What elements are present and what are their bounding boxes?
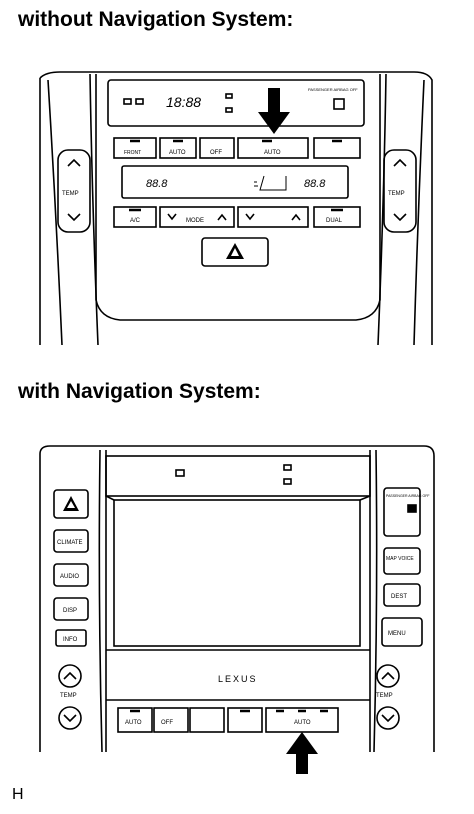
- temp-left-down-knob[interactable]: [58, 706, 82, 730]
- air-intake-button-group[interactable]: [237, 137, 309, 159]
- chevron-down-icon: [167, 213, 177, 221]
- indicator-icon: [283, 464, 292, 471]
- indicator-icon: [123, 98, 132, 105]
- air-auto-label: AUTO: [294, 720, 311, 726]
- indicator-icon: [225, 107, 233, 113]
- rear-defog-button[interactable]: [313, 137, 361, 159]
- chevron-down-icon: [67, 213, 81, 222]
- off-label: OFF: [161, 720, 173, 726]
- ac-label: A/C: [130, 218, 141, 224]
- temp-right-up-knob[interactable]: [376, 664, 400, 688]
- mode-label: MODE: [186, 218, 204, 224]
- chevron-up-icon: [217, 213, 227, 221]
- air-auto-label: AUTO: [264, 150, 281, 156]
- chevron-down-icon: [393, 213, 407, 222]
- brand-logo-text: LEXUS: [218, 674, 258, 684]
- menu-button[interactable]: [381, 617, 423, 647]
- temp-left-up-knob[interactable]: [58, 664, 82, 688]
- mode-button[interactable]: [159, 206, 235, 228]
- menu-label: MENU: [388, 631, 406, 637]
- passenger-airbag-panel: [383, 487, 421, 537]
- auto-button[interactable]: [117, 707, 153, 733]
- chevron-up-icon: [393, 158, 407, 167]
- front-defog-button[interactable]: [113, 137, 157, 159]
- fan-speed-button[interactable]: [237, 206, 309, 228]
- airbag-status-icon: [333, 98, 345, 110]
- auto-label: AUTO: [125, 720, 142, 726]
- indicator-icon: [225, 93, 233, 99]
- off-button[interactable]: [153, 707, 189, 733]
- bottom-panel: [39, 445, 435, 753]
- temp-right-label: TEMP: [388, 191, 405, 197]
- temp-right-down-knob[interactable]: [376, 706, 400, 730]
- display-left-temp: 88.8: [146, 178, 168, 190]
- top-panel: [39, 71, 433, 346]
- heading-with-nav: with Navigation System:: [18, 380, 261, 403]
- ac-button[interactable]: [113, 206, 157, 228]
- disp-button[interactable]: [53, 597, 89, 621]
- front-defog-button[interactable]: [189, 707, 225, 733]
- audio-label: AUDIO: [60, 574, 79, 580]
- map-voice-label: MAP VOICE: [386, 556, 414, 562]
- clock-readout: 18:88: [166, 94, 201, 110]
- chevron-down-icon: [63, 714, 77, 723]
- arrow-up-icon: [286, 732, 318, 774]
- top-display-strip: [107, 79, 365, 127]
- audio-button[interactable]: [53, 563, 89, 587]
- display-right-temp: 88.8: [304, 178, 326, 190]
- dest-button[interactable]: [383, 583, 421, 607]
- heading-without-nav: without Navigation System:: [18, 8, 294, 31]
- nav-screen: [113, 499, 361, 647]
- figure-footer-label: H: [12, 786, 24, 803]
- auto-button[interactable]: [159, 137, 197, 159]
- auto-label: AUTO: [169, 150, 186, 156]
- front-defog-label: FRONT: [124, 150, 141, 156]
- passenger-airbag-label: PASSENGER AIRBAG OFF: [386, 494, 430, 498]
- chevron-up-icon: [291, 213, 301, 221]
- chevron-up-icon: [381, 671, 395, 680]
- indicator-icon: [283, 478, 292, 485]
- temp-right-rocker[interactable]: [383, 149, 417, 233]
- dual-button[interactable]: [313, 206, 361, 228]
- nav-hazard-button[interactable]: [53, 489, 89, 519]
- chevron-up-icon: [63, 671, 77, 680]
- temp-left-rocker[interactable]: [57, 149, 91, 233]
- climate-button[interactable]: [53, 529, 89, 553]
- info-button[interactable]: [55, 629, 87, 647]
- temp-left-label: TEMP: [62, 191, 79, 197]
- chevron-down-icon: [245, 213, 255, 221]
- map-voice-button[interactable]: [383, 547, 421, 575]
- info-label: INFO: [63, 637, 78, 643]
- hazard-button[interactable]: [201, 237, 269, 267]
- rear-defog-button[interactable]: [227, 707, 263, 733]
- dual-label: DUAL: [326, 218, 343, 224]
- indicator-icon: [175, 469, 185, 477]
- passenger-airbag-label: PASSENGER AIRBAG OFF: [308, 87, 358, 92]
- climate-label: CLIMATE: [57, 540, 83, 546]
- off-label: OFF: [210, 150, 222, 156]
- disp-label: DISP: [63, 608, 77, 614]
- temp-right-label: TEMP: [376, 693, 393, 699]
- chevron-down-icon: [381, 714, 395, 723]
- indicator-icon: [135, 98, 144, 105]
- nav-top-strip: [105, 455, 371, 497]
- arrow-down-icon: [258, 88, 290, 134]
- temp-left-label: TEMP: [60, 693, 77, 699]
- chevron-up-icon: [67, 158, 81, 167]
- climate-display: [121, 165, 349, 199]
- off-button[interactable]: [199, 137, 235, 159]
- dest-label: DEST: [391, 594, 407, 600]
